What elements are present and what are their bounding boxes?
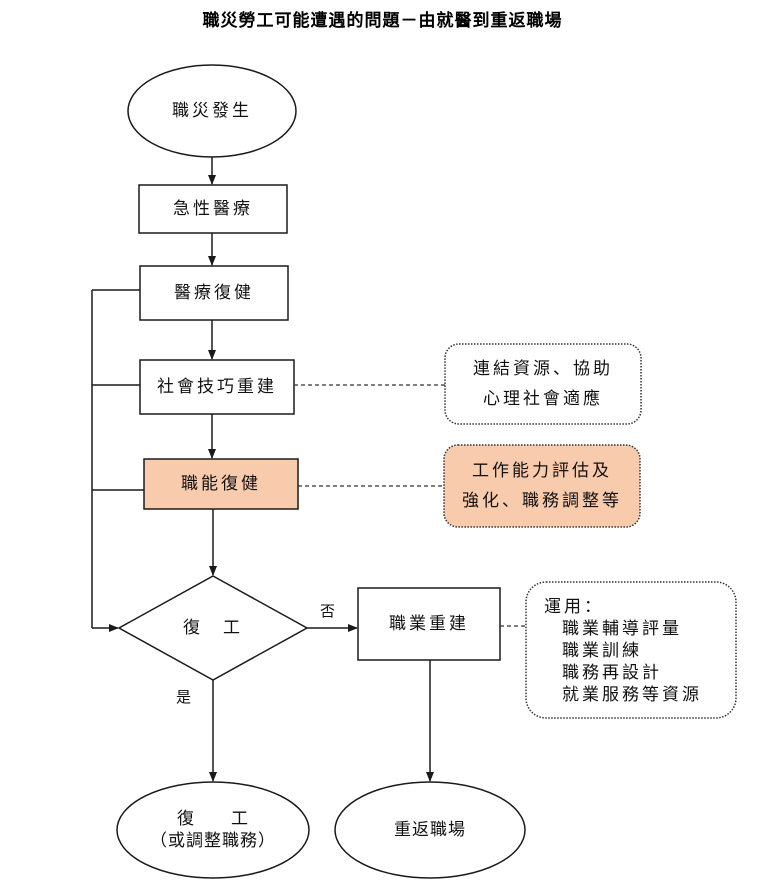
node-end-return-work: 復 工 （或調整職務） <box>117 800 309 860</box>
node-medical-rehab-label: 醫療復健 <box>174 283 254 303</box>
diagram-title: 職災勞工可能遭遇的問題－由就醫到重返職場 <box>202 11 563 31</box>
note-resources-item: 職業訓練 <box>562 641 642 661</box>
node-vocational-reconstruction: 職業重建 <box>358 588 500 660</box>
node-acute-care: 急性醫療 <box>139 185 287 233</box>
node-social-skills-label: 社會技巧重建 <box>157 377 277 397</box>
node-vocational-rehab-label: 職能復健 <box>181 474 261 494</box>
node-social-skills: 社會技巧重建 <box>140 360 294 414</box>
edge-label-yes: 是 <box>176 688 192 706</box>
node-vocational-reconstruction-shape <box>357 587 501 661</box>
note-social-support-line1: 連結資源、協助 <box>473 359 613 379</box>
node-social-skills-shape <box>139 359 295 415</box>
node-end-return-work-shape <box>116 781 310 879</box>
node-acute-care-shape <box>138 184 288 234</box>
node-return-decision: 復 工 <box>140 612 286 644</box>
node-vocational-reconstruction-label: 職業重建 <box>389 614 469 634</box>
node-end-reemployment-shape <box>334 781 526 879</box>
note-work-capacity-line2: 強化、職務調整等 <box>462 491 622 511</box>
note-social-support-line2: 心理社會適應 <box>483 389 603 409</box>
note-work-capacity-line1: 工作能力評估及 <box>472 461 612 481</box>
node-vocational-rehab: 職能復健 <box>144 459 298 509</box>
node-start: 職災發生 <box>128 65 296 157</box>
note-resources-heading: 運用： <box>544 597 604 617</box>
node-end-reemployment: 重返職場 <box>335 812 525 848</box>
node-medical-rehab: 醫療復健 <box>140 266 288 320</box>
node-acute-care-label: 急性醫療 <box>173 199 253 219</box>
note-resources-item: 職業輔導評量 <box>562 619 682 639</box>
node-end-reemployment-label: 重返職場 <box>394 820 466 840</box>
node-medical-rehab-shape <box>139 265 289 321</box>
node-vocational-rehab-shape <box>143 458 299 510</box>
note-resources-item: 就業服務等資源 <box>562 685 702 705</box>
node-end-return-work-line2: （或調整職務） <box>150 831 276 851</box>
node-start-label: 職災發生 <box>172 101 252 121</box>
edge-label-no: 否 <box>320 602 336 620</box>
note-resources-item: 職務再設計 <box>562 663 662 683</box>
note-social-support: 連結資源、協助 心理社會適應 <box>445 348 641 420</box>
note-resources: 運用： 職業輔導評量 職業訓練 職務再設計 就業服務等資源 <box>544 596 734 706</box>
note-work-capacity-shape <box>443 444 641 528</box>
node-return-decision-label: 復 工 <box>183 618 243 638</box>
note-work-capacity: 工作能力評估及 強化、職務調整等 <box>444 450 640 522</box>
note-social-support-shape <box>444 343 642 425</box>
note-resources-shape <box>525 581 737 719</box>
node-end-return-work-line1: 復 工 <box>177 809 249 829</box>
